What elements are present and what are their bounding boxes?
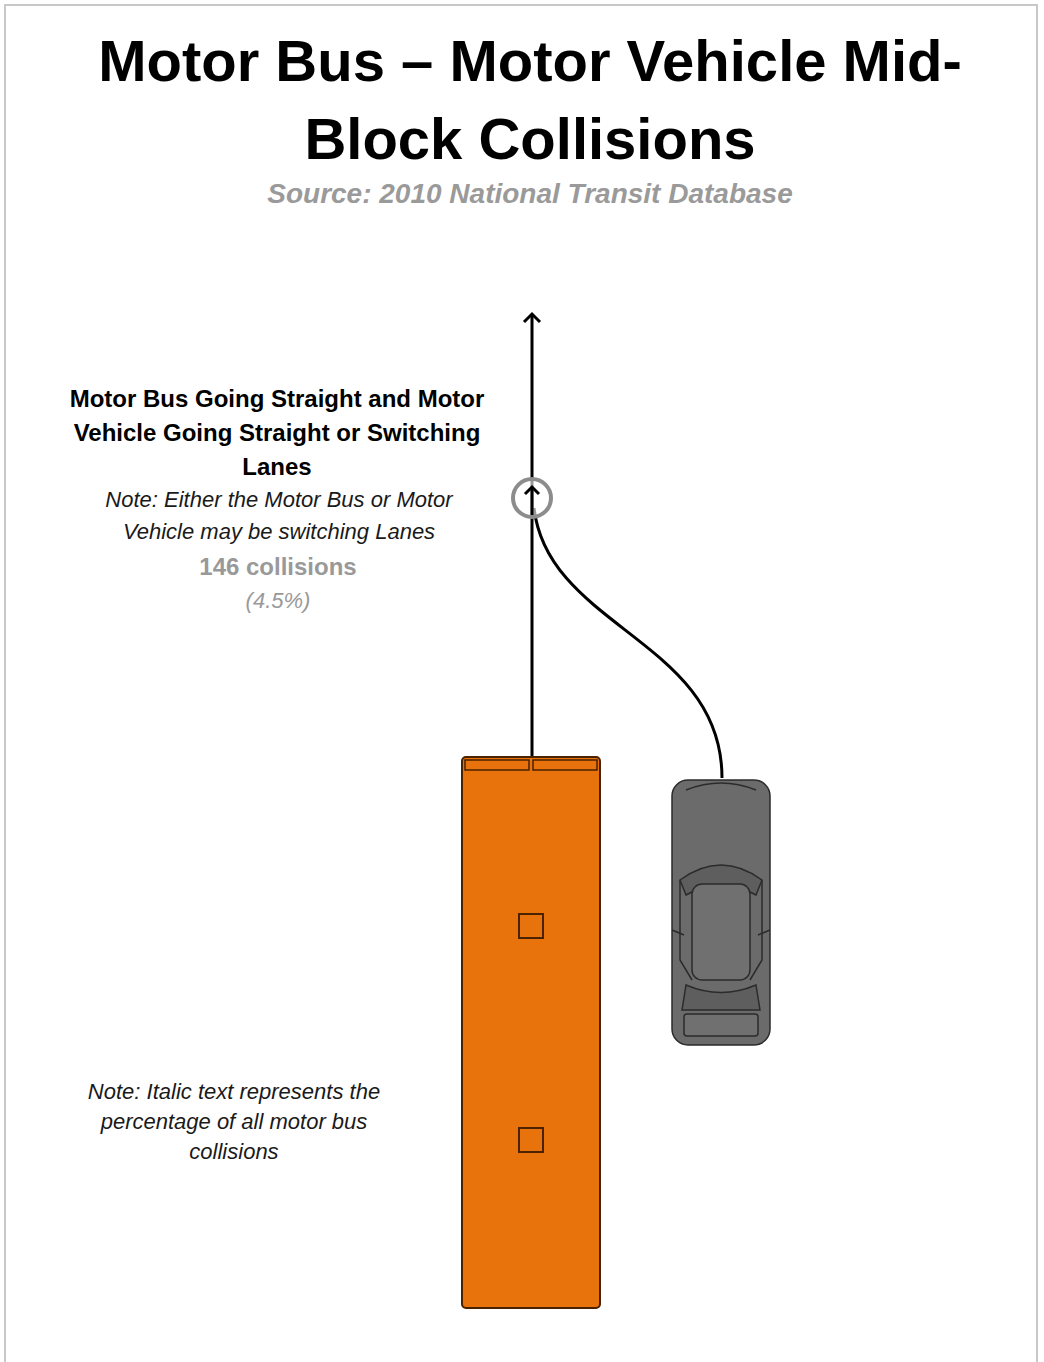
motor-vehicle (672, 780, 770, 1045)
note-text: Note: Either the Motor Bus or Motor Vehi… (70, 484, 488, 548)
collision-type-label: Motor Bus Going Straight and Motor Vehic… (66, 382, 488, 484)
note-text: Note: Italic text represents the percent… (58, 1077, 410, 1167)
collision-arrow (531, 487, 534, 515)
car-path-curve (534, 508, 722, 778)
arrow-head (524, 314, 540, 322)
collision-percentage: (4.5%) (100, 586, 456, 616)
collision-point (513, 479, 551, 517)
collision-count: 146 collisions (100, 551, 456, 583)
diagram-title: Motor Bus – Motor Vehicle Mid-Block Coll… (70, 22, 990, 178)
source-caption: Source: 2010 National Transit Database (130, 176, 930, 212)
motor-bus (462, 757, 600, 1308)
arrow-head (525, 487, 539, 494)
bus-path-arrow (531, 316, 534, 757)
